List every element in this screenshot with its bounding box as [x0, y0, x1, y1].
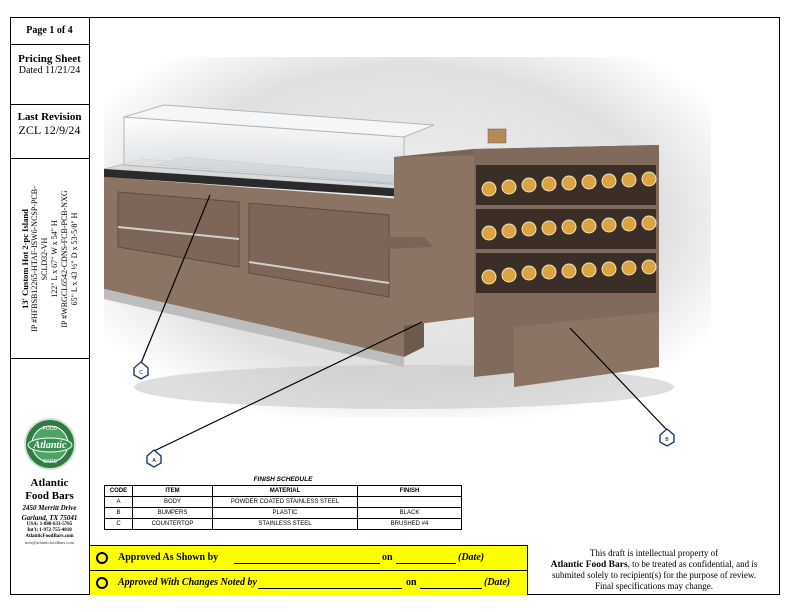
svg-text:Atlantic: Atlantic: [32, 440, 66, 451]
approve-as-shown-date-line[interactable]: [396, 563, 456, 564]
approval-row-as-shown: Approved As Shown by on (Date): [90, 546, 528, 571]
pricing-date: Dated 11/21/24: [18, 65, 81, 76]
approval-row-with-changes: Approved With Changes Noted by on (Date): [90, 571, 528, 596]
ip-number-1: IP #HFBSB12265-HTAF-ISW6-NCSP-PCB-: [30, 186, 39, 332]
table-row: A BODY POWDER COATED STAINLESS STEEL: [104, 496, 462, 508]
table-row: C COUNTERTOP STAINLESS STEEL BRUSHED #4: [104, 518, 462, 530]
svg-text:BARS: BARS: [43, 459, 57, 465]
approve-as-shown-label: Approved As Shown by: [118, 552, 219, 563]
cell-item: BODY: [132, 496, 213, 508]
revision-value: ZCL 12/9/24: [18, 123, 81, 137]
approve-with-changes-radio[interactable]: [96, 577, 108, 589]
cell-code: B: [104, 507, 133, 519]
approve-as-shown-signature-line[interactable]: [234, 563, 380, 564]
table-row: B BUMPERS PLASTIC BLACK: [104, 507, 462, 519]
svg-text:FOOD: FOOD: [42, 426, 57, 432]
atlantic-logo: Atlantic FOOD BARS: [23, 418, 76, 470]
approve-as-shown-on: on: [382, 552, 393, 563]
approve-with-changes-date-line[interactable]: [420, 588, 482, 589]
pricing-sheet-block: Pricing Sheet Dated 11/21/24: [10, 45, 89, 105]
ip-number-2: IP #WRGCL6542-CDNS-FCB-PCB-NXG: [60, 190, 69, 328]
finish-schedule-title: FINISH SCHEDULE: [253, 476, 313, 483]
product-render: [104, 57, 711, 417]
approve-with-changes-on: on: [406, 577, 417, 588]
product-description-block: 13' Custom Hot 2-pc Island IP #HFBSB1226…: [10, 159, 89, 359]
cell-material: STAINLESS STEEL: [212, 518, 358, 530]
company-email[interactable]: info@atlanticfoodbars.com: [24, 540, 75, 545]
disclaimer-line-4: Final specifications may change.: [595, 580, 713, 591]
company-website[interactable]: AtlanticFoodBars.com: [25, 534, 74, 539]
cell-finish: [357, 496, 462, 508]
cell-finish: BLACK: [357, 507, 462, 519]
title-block-sidebar: Page 1 of 4 Pricing Sheet Dated 11/21/24…: [10, 17, 90, 595]
disclaimer-line-1: This draft is intellectual property of: [589, 548, 719, 558]
revision-block: Last Revision ZCL 12/9/24: [10, 105, 89, 159]
header-material: MATERIAL: [212, 485, 358, 497]
intl-phone: Int'l: 1-972-755-4810: [27, 528, 72, 533]
finish-schedule: FINISH SCHEDULE CODE ITEM MATERIAL FINIS…: [104, 476, 462, 530]
approve-as-shown-date: (Date): [458, 552, 485, 563]
page-number: Page 1 of 4: [10, 17, 89, 45]
cell-finish: BRUSHED #4: [357, 518, 462, 530]
table-header-row: CODE ITEM MATERIAL FINISH: [104, 485, 462, 497]
approval-block: Approved As Shown by on (Date) Approved …: [90, 545, 528, 595]
bumper-strip: [104, 169, 404, 197]
product-title: 13' Custom Hot 2-pc Island: [20, 209, 30, 309]
revision-label: Last Revision: [17, 111, 82, 123]
cell-item: BUMPERS: [132, 507, 213, 519]
disclaimer-line-3: submited solely to recipient(s) for the …: [551, 570, 757, 580]
approve-as-shown-radio[interactable]: [96, 552, 108, 564]
dimensions-1: 122" L x 67" W x 54" H: [50, 220, 59, 298]
company-city: Garland, TX 75041: [21, 514, 78, 522]
header-item: ITEM: [132, 485, 213, 497]
company-block: Atlantic FOOD BARS Atlantic Food Bars 24…: [10, 417, 89, 546]
disclaimer-company: Atlantic Food Bars: [550, 559, 628, 570]
confidentiality-disclaimer: This draft is intellectual property of A…: [528, 545, 780, 595]
approve-with-changes-label: Approved With Changes Noted by: [118, 577, 257, 588]
disclaimer-line-2: Atlantic Food Bars, to be treated as con…: [550, 558, 758, 570]
finish-schedule-table: CODE ITEM MATERIAL FINISH A BODY POWDER …: [104, 485, 462, 530]
approve-with-changes-signature-line[interactable]: [258, 588, 402, 589]
cell-code: C: [104, 518, 133, 530]
approve-with-changes-date: (Date): [484, 577, 511, 588]
cell-item: COUNTERTOP: [132, 518, 213, 530]
pricing-label: Pricing Sheet: [18, 53, 81, 65]
header-finish: FINISH: [357, 485, 462, 497]
merchandiser-side: [394, 149, 474, 327]
cell-material: POWDER COATED STAINLESS STEEL: [212, 496, 358, 508]
ip-number-1-cont: SCLD32-VH: [40, 237, 49, 281]
company-name-2: Food Bars: [25, 490, 74, 502]
cell-material: PLASTIC: [212, 507, 358, 519]
cell-code: A: [104, 496, 133, 508]
usa-phone: USA: 1-888-633-5765: [26, 522, 73, 527]
product-description: 13' Custom Hot 2-pc Island IP #HFBSB1226…: [20, 186, 80, 332]
header-code: CODE: [104, 485, 133, 497]
company-name-1: Atlantic: [30, 477, 69, 489]
dimensions-2: 65" L x 43 ½" D x 53-5/8" H: [70, 212, 79, 306]
company-street: 2450 Merritt Drive: [22, 504, 77, 512]
